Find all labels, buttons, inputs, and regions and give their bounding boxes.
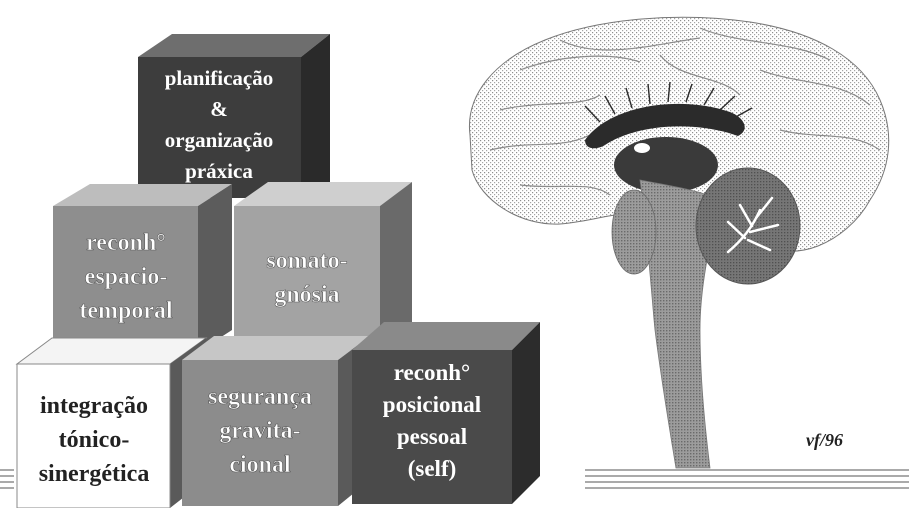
block-top-line-4: práxica (185, 159, 253, 183)
block-bottom-center-line-1: segurança (208, 384, 312, 410)
signature: vf/96 (806, 430, 843, 450)
block-middle-left-line-1: reconh° (86, 230, 166, 256)
block-middle-right-line-1: somato- (266, 248, 347, 274)
block-top-line-3: organização (165, 128, 273, 152)
block-bottom-right-line-4: (self) (408, 456, 457, 481)
block-top-line-1: planificação (165, 66, 274, 90)
block-middle-left-line-2: espacio- (85, 264, 168, 290)
block-middle-right-line-2: gnósia (274, 282, 339, 308)
pineal-highlight (634, 143, 650, 153)
block-bottom-right-line-2: posicional (383, 392, 481, 417)
block-bottom-left-line-2: tónico- (59, 427, 130, 453)
cerebellum (696, 168, 800, 284)
block-middle-left-line-3: temporal (79, 298, 173, 324)
pons (612, 190, 656, 274)
block-bottom-left-line-3: sinergética (39, 461, 150, 487)
block-bottom-center-line-3: cional (229, 452, 291, 478)
block-top-line-2: & (210, 97, 228, 121)
block-bottom-center-line-2: gravita- (219, 418, 300, 444)
block-bottom-left-line-1: integração (40, 393, 148, 419)
block-bottom-right-line-1: reconh° (394, 360, 471, 385)
block-bottom-right-line-3: pessoal (397, 424, 467, 449)
